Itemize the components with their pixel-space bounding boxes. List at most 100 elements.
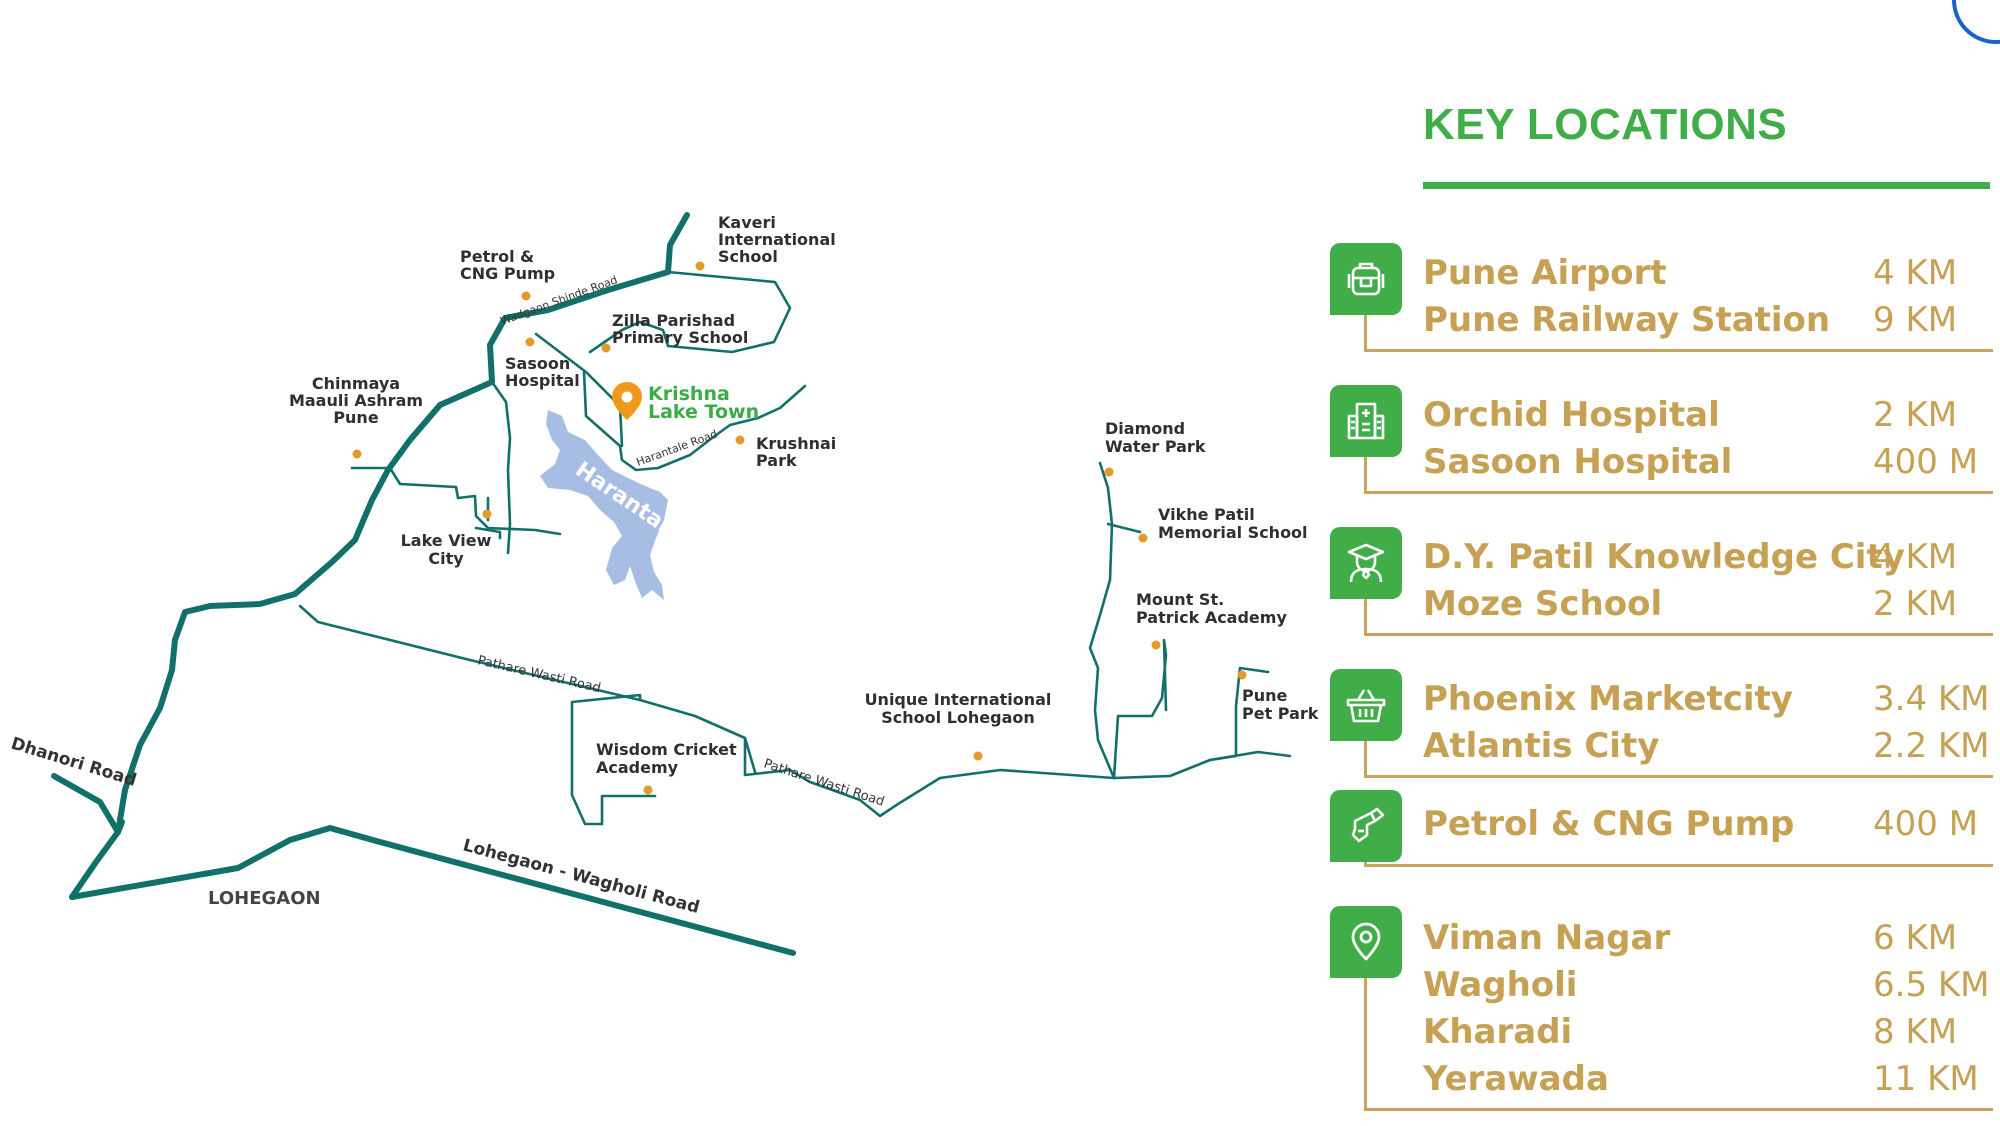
pathare-wasti-road-label-1: Pathare Wasti Road: [476, 653, 602, 696]
svg-text:Pune: Pune: [333, 408, 379, 427]
graduate-icon: [1330, 527, 1402, 599]
place-diamond-water-park: Diamond Water Park: [1105, 419, 1206, 456]
place-krushnai-park: Krushnai Park: [756, 434, 836, 470]
svg-text:Memorial School: Memorial School: [1158, 523, 1308, 542]
location-name: Wagholi: [1423, 965, 1578, 1005]
group-bracket: [1364, 972, 1993, 1111]
location-map: Krishna Lake Town Harantale Dhanori Road…: [9, 212, 1319, 956]
lohegaon-area-label: LOHEGAON: [208, 888, 321, 909]
location-distance: 4 KM: [1873, 537, 1958, 577]
airplane-icon: [1330, 243, 1402, 315]
lohegaon-wagholi-road-label: Lohegaon - Wagholi Road: [461, 836, 702, 918]
location-pin-icon: [1330, 906, 1402, 978]
main-road-north: [69, 212, 690, 900]
place-lake-view-city: Lake View City: [401, 531, 492, 568]
svg-text:Sasoon: Sasoon: [505, 354, 570, 373]
location-row: Viman Nagar 6 KM: [1423, 918, 1983, 966]
poi-markers: [352, 261, 1247, 795]
location-distance: 3.4 KM: [1873, 679, 1990, 719]
group-bracket: [1364, 735, 1993, 778]
location-row: D.Y. Patil Knowledge City 4 KM: [1423, 537, 1983, 585]
svg-text:Zilla Parishad: Zilla Parishad: [612, 311, 735, 330]
place-kaveri-international-school: Kaveri International School: [718, 213, 836, 266]
hospital-icon: [1330, 385, 1402, 457]
location-name: Orchid Hospital: [1423, 395, 1720, 435]
place-mount-st-patrick-academy: Mount St. Patrick Academy: [1136, 590, 1287, 627]
svg-text:Mount St.: Mount St.: [1136, 590, 1224, 609]
svg-text:Maauli Ashram: Maauli Ashram: [289, 391, 423, 410]
svg-text:Academy: Academy: [596, 758, 679, 777]
svg-text:Vikhe Patil: Vikhe Patil: [1158, 505, 1255, 524]
place-zilla-parishad-school: Zilla Parishad Primary School: [612, 311, 748, 347]
location-distance: 6.5 KM: [1873, 965, 1990, 1005]
place-pune-pet-park: Pune Pet Park: [1242, 686, 1319, 723]
key-locations-panel: KEY LOCATIONS Pune Airport 4 KM Pune Rai…: [1330, 0, 2000, 1126]
location-distance: 400 M: [1873, 804, 1979, 844]
location-name: Kharadi: [1423, 1012, 1573, 1052]
place-chinmaya-maauli-ashram: Chinmaya Maauli Ashram Pune: [289, 374, 423, 427]
svg-text:CNG Pump: CNG Pump: [460, 264, 555, 283]
location-name: Sasoon Hospital: [1423, 442, 1733, 482]
svg-text:Patrick Academy: Patrick Academy: [1136, 608, 1287, 627]
svg-text:Diamond: Diamond: [1105, 419, 1185, 438]
harantale-lake: [540, 410, 668, 600]
location-name: Petrol & CNG Pump: [1423, 804, 1795, 844]
svg-text:Kaveri: Kaveri: [718, 213, 776, 232]
location-name: Atlantis City: [1423, 726, 1660, 766]
location-row: Phoenix Marketcity 3.4 KM: [1423, 679, 1990, 727]
group-bracket: [1364, 451, 1993, 494]
location-distance: 2.2 KM: [1873, 726, 1990, 766]
location-row: Moze School 2 KM: [1423, 584, 1983, 632]
svg-text:School Lohegaon: School Lohegaon: [881, 708, 1035, 727]
project-label-line2: Lake Town: [648, 401, 759, 423]
svg-text:Pune: Pune: [1242, 686, 1288, 705]
location-name: Pune Railway Station: [1423, 300, 1831, 340]
minor-roads: [298, 270, 1292, 826]
location-row: Petrol & CNG Pump 400 M: [1423, 804, 1983, 852]
fuel-pump-icon: [1330, 790, 1402, 862]
svg-text:Unique International: Unique International: [865, 690, 1052, 709]
svg-text:Hospital: Hospital: [505, 371, 580, 390]
title-divider: [1423, 182, 1990, 189]
place-vikhe-patil-school: Vikhe Patil Memorial School: [1158, 505, 1308, 542]
location-distance: 400 M: [1873, 442, 1979, 482]
location-row: Sasoon Hospital 400 M: [1423, 442, 1983, 490]
location-name: Pune Airport: [1423, 253, 1667, 293]
group-bracket: [1364, 856, 1993, 867]
location-row: Atlantis City 2.2 KM: [1423, 726, 1990, 774]
svg-text:Water Park: Water Park: [1105, 437, 1206, 456]
project-location-pin-icon: [612, 382, 642, 420]
dhanori-road-line: [51, 773, 125, 835]
location-name: Phoenix Marketcity: [1423, 679, 1793, 719]
svg-text:Pet Park: Pet Park: [1242, 704, 1319, 723]
svg-text:Park: Park: [756, 451, 797, 470]
location-row: Kharadi 8 KM: [1423, 1012, 1983, 1060]
svg-text:Chinmaya: Chinmaya: [312, 374, 400, 393]
svg-text:Krushnai: Krushnai: [756, 434, 836, 453]
svg-text:Wisdom Cricket: Wisdom Cricket: [596, 740, 737, 759]
place-wisdom-cricket-academy: Wisdom Cricket Academy: [596, 740, 737, 777]
harantale-road-label: Harantale Road: [635, 427, 720, 468]
location-name: Viman Nagar: [1423, 918, 1671, 958]
location-name: D.Y. Patil Knowledge City: [1423, 537, 1905, 577]
location-distance: 11 KM: [1873, 1059, 1979, 1099]
location-row: Wagholi 6.5 KM: [1423, 965, 1990, 1013]
location-row: Orchid Hospital 2 KM: [1423, 395, 1983, 443]
location-distance: 2 KM: [1873, 584, 1958, 624]
location-distance: 2 KM: [1873, 395, 1958, 435]
lohegaon-road-line: [69, 825, 796, 956]
location-name: Yerawada: [1423, 1059, 1609, 1099]
svg-text:Primary School: Primary School: [612, 328, 748, 347]
svg-text:City: City: [428, 549, 464, 568]
place-unique-international-school: Unique International School Lohegaon: [865, 690, 1052, 727]
place-petrol-cng-pump: Petrol & CNG Pump: [460, 247, 555, 283]
location-row: Yerawada 11 KM: [1423, 1059, 1983, 1107]
svg-text:Petrol &: Petrol &: [460, 247, 534, 266]
project-label-line1: Krishna: [648, 383, 730, 405]
location-distance: 6 KM: [1873, 918, 1958, 958]
location-distance: 4 KM: [1873, 253, 1958, 293]
location-distance: 9 KM: [1873, 300, 1958, 340]
group-bracket: [1364, 593, 1993, 636]
place-sasoon-hospital: Sasoon Hospital: [505, 354, 580, 390]
svg-text:School: School: [718, 247, 778, 266]
